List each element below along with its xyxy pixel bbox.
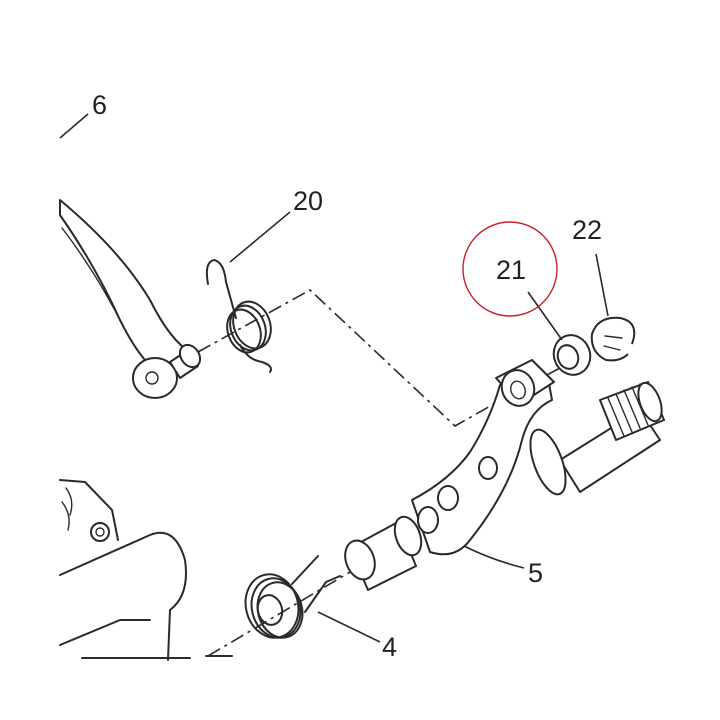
part-4-coil-spring bbox=[244, 555, 341, 639]
part-5-shift-fork-assembly bbox=[344, 359, 665, 591]
spring-axis-line bbox=[207, 571, 351, 657]
label-part-21: 21 bbox=[496, 255, 526, 285]
label-part-5: 5 bbox=[528, 558, 543, 588]
leader-22 bbox=[595, 253, 609, 317]
leader-20 bbox=[229, 211, 291, 263]
part-6-lever-arm bbox=[59, 199, 202, 399]
leader-21 bbox=[527, 291, 563, 341]
label-part-22: 22 bbox=[572, 215, 602, 245]
housing-casting bbox=[59, 479, 233, 661]
part-21-washer bbox=[552, 334, 592, 376]
highlight-circle-part-21 bbox=[462, 221, 558, 317]
part-20-torsion-spring bbox=[205, 259, 272, 373]
label-part-4: 4 bbox=[382, 632, 397, 662]
leader-6 bbox=[59, 113, 89, 139]
leader-4 bbox=[317, 611, 381, 643]
leader-5 bbox=[463, 545, 525, 569]
part-22-e-clip bbox=[590, 316, 636, 362]
label-part-20: 20 bbox=[293, 186, 323, 216]
assembly-axis-line bbox=[197, 289, 621, 427]
label-part-6: 6 bbox=[92, 90, 107, 120]
